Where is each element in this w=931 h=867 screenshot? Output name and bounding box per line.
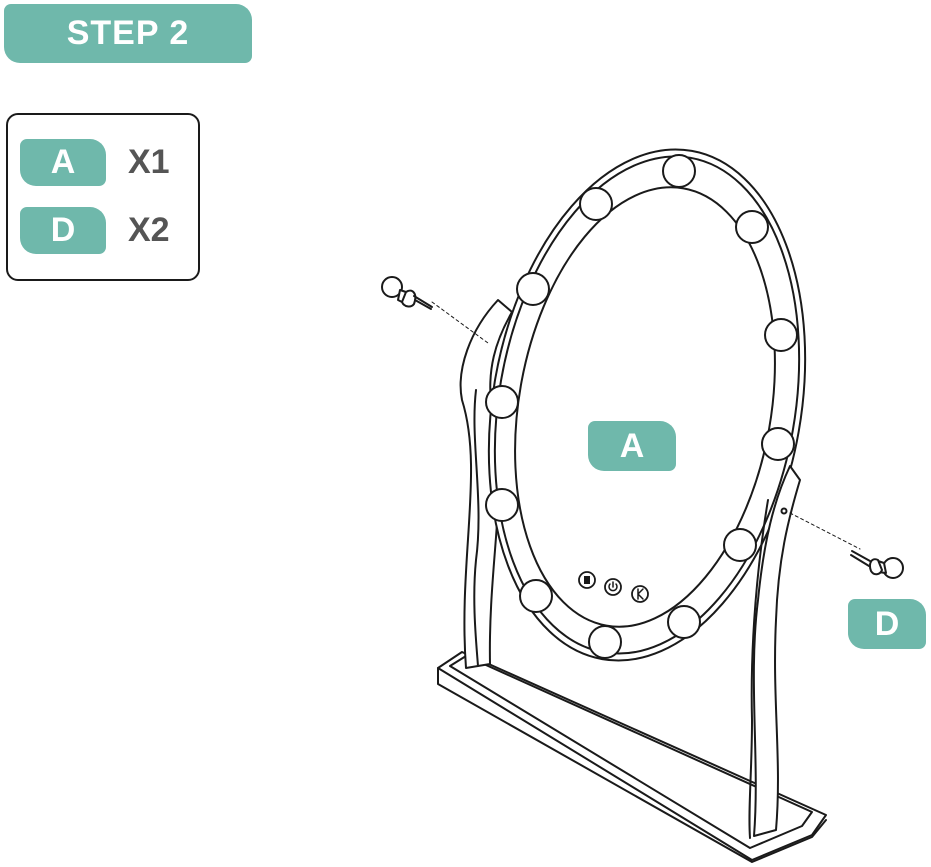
bulb-icon <box>519 579 553 613</box>
part-d-quantity: X2 <box>128 211 170 249</box>
part-a-badge: A <box>20 139 106 186</box>
part-d-badge: D <box>20 207 106 254</box>
bulb-icon <box>761 427 795 461</box>
mirror-base <box>437 651 827 863</box>
bulb-icon <box>667 605 701 639</box>
light-bulbs <box>485 154 798 659</box>
touch-controls <box>578 571 649 603</box>
part-d-letter: D <box>50 211 76 249</box>
right-support-edge <box>748 499 769 839</box>
knob-callout-badge: D <box>848 599 926 649</box>
bulb-icon <box>485 385 519 419</box>
bulb-icon <box>516 272 550 306</box>
bulb-icon <box>735 210 769 244</box>
bulb-icon <box>764 318 798 352</box>
color-temperature-icon <box>631 585 649 603</box>
bulb-icon <box>485 488 519 522</box>
screw-hole <box>780 507 788 515</box>
part-a-letter: A <box>50 143 76 181</box>
mirror-callout-label: A <box>619 426 645 465</box>
step-label: STEP 2 <box>66 14 190 52</box>
bulb-icon <box>579 187 613 221</box>
parts-list: A X1 D X2 <box>6 113 200 281</box>
bulb-icon <box>662 154 696 188</box>
mirror-callout-badge: A <box>588 421 676 471</box>
right-knob-icon <box>850 550 904 579</box>
left-guide-line <box>431 301 489 344</box>
part-a-quantity: X1 <box>128 143 170 181</box>
left-support-edge <box>473 389 480 667</box>
right-support <box>752 465 801 837</box>
left-knob-icon <box>381 276 433 310</box>
bulb-icon <box>723 528 757 562</box>
knob-callout-label: D <box>874 604 900 643</box>
right-guide-line <box>789 512 861 550</box>
step-badge: STEP 2 <box>4 4 252 63</box>
bulb-icon <box>588 625 622 659</box>
